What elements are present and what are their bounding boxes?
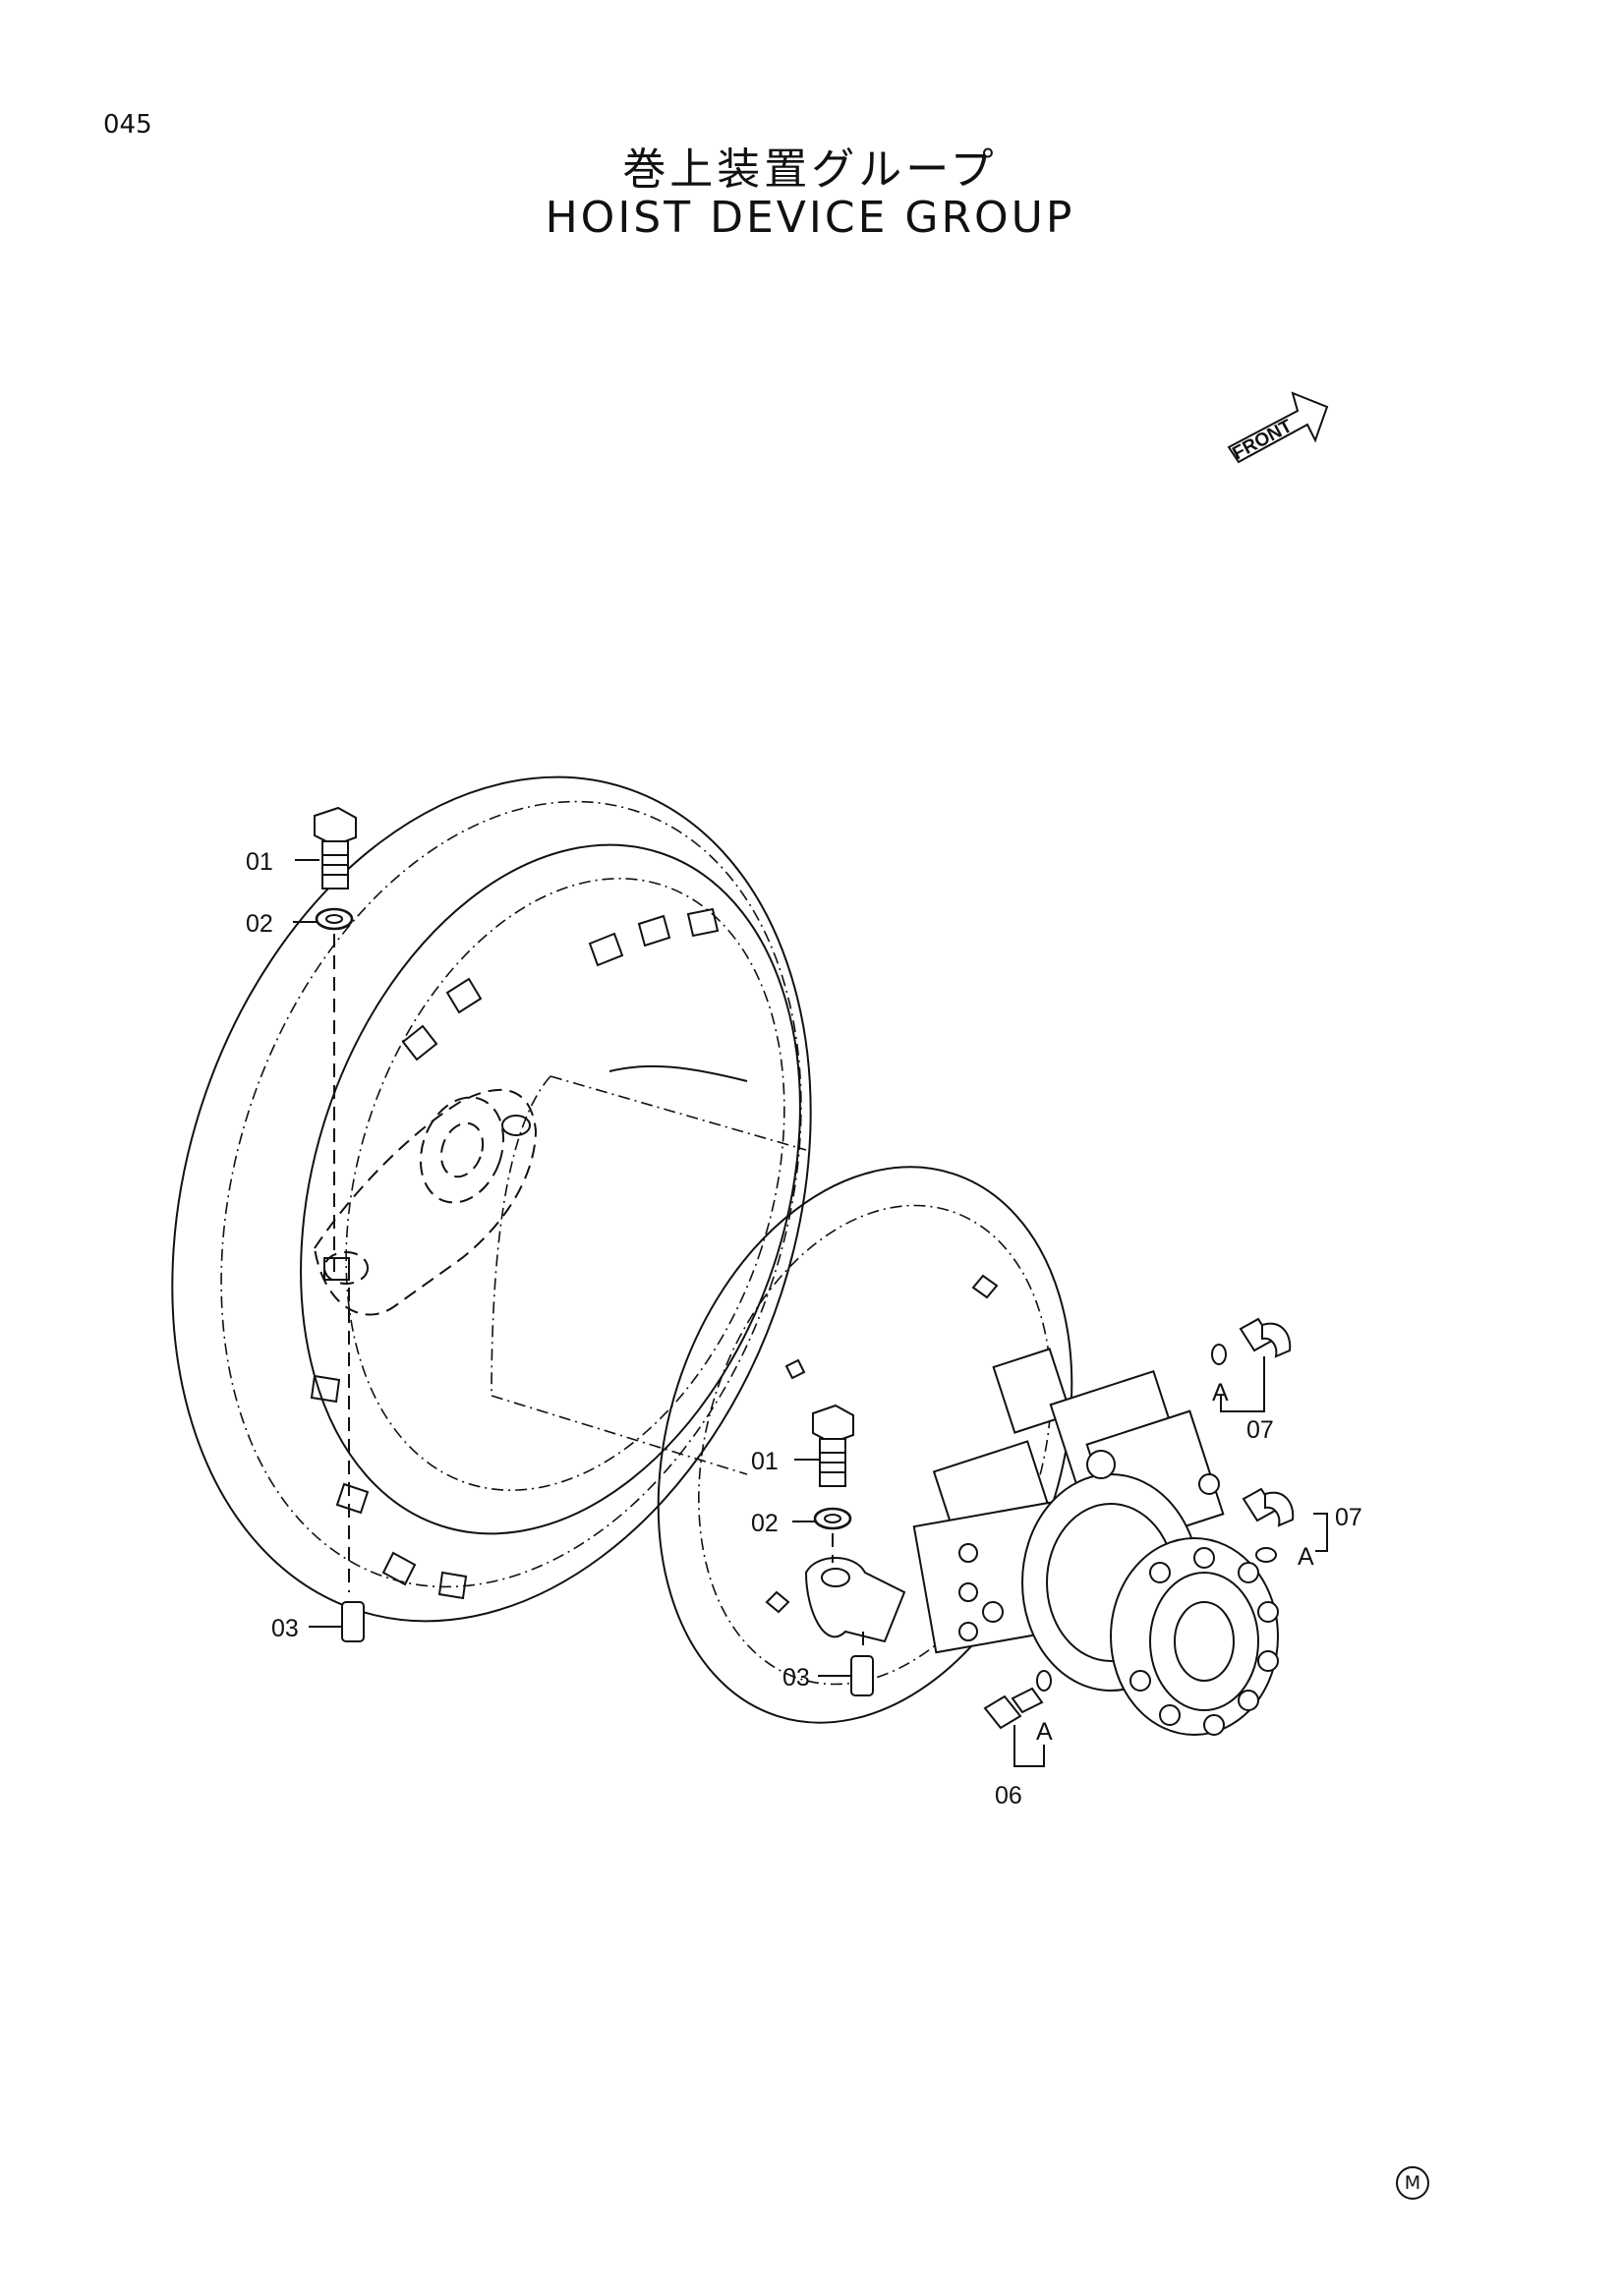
callout-a-bottom: A (1036, 1718, 1053, 1746)
hoist-motor (912, 1348, 1279, 1736)
callout-leaders (293, 859, 1328, 1767)
title-english: HOIST DEVICE GROUP (545, 193, 1075, 243)
fitting-06-icon (983, 1670, 1052, 1730)
front-arrow-icon: FRONT (1227, 391, 1329, 464)
callout-07-upper: 07 (1246, 1416, 1274, 1444)
callout-01-mid: 01 (751, 1448, 779, 1475)
callout-03-mid: 03 (782, 1664, 810, 1692)
title-japanese: 巻上装置グループ (622, 144, 998, 195)
callout-03-left: 03 (271, 1615, 299, 1642)
revision-mark: M (1396, 2166, 1429, 2200)
pin-03-left-icon (341, 1601, 365, 1642)
callout-a-upper: A (1212, 1379, 1229, 1406)
front-bracket (804, 1557, 906, 1643)
page-number: 045 (103, 110, 152, 140)
rear-flange (171, 775, 812, 1623)
front-label: FRONT (1229, 416, 1296, 464)
callout-02-mid: 02 (751, 1510, 779, 1537)
fitting-07-upper-icon (1211, 1317, 1292, 1365)
fitting-07-lower-icon (1242, 1487, 1295, 1563)
bolt-01-top-icon (314, 806, 357, 890)
washer-02-mid-icon (813, 1507, 852, 1530)
callout-07-lower: 07 (1335, 1504, 1362, 1531)
rear-bracket (313, 1088, 538, 1316)
callout-01-top: 01 (246, 848, 273, 876)
drum-cylinder (491, 1064, 807, 1475)
callout-06: 06 (995, 1782, 1022, 1809)
revision-mark-label: M (1404, 2172, 1421, 2194)
bolt-01-mid-icon (812, 1404, 854, 1487)
washer-02-top-icon (315, 907, 354, 931)
pin-03-mid-icon (850, 1655, 874, 1696)
callout-a-lower: A (1298, 1543, 1314, 1571)
callout-02-top: 02 (246, 910, 273, 938)
